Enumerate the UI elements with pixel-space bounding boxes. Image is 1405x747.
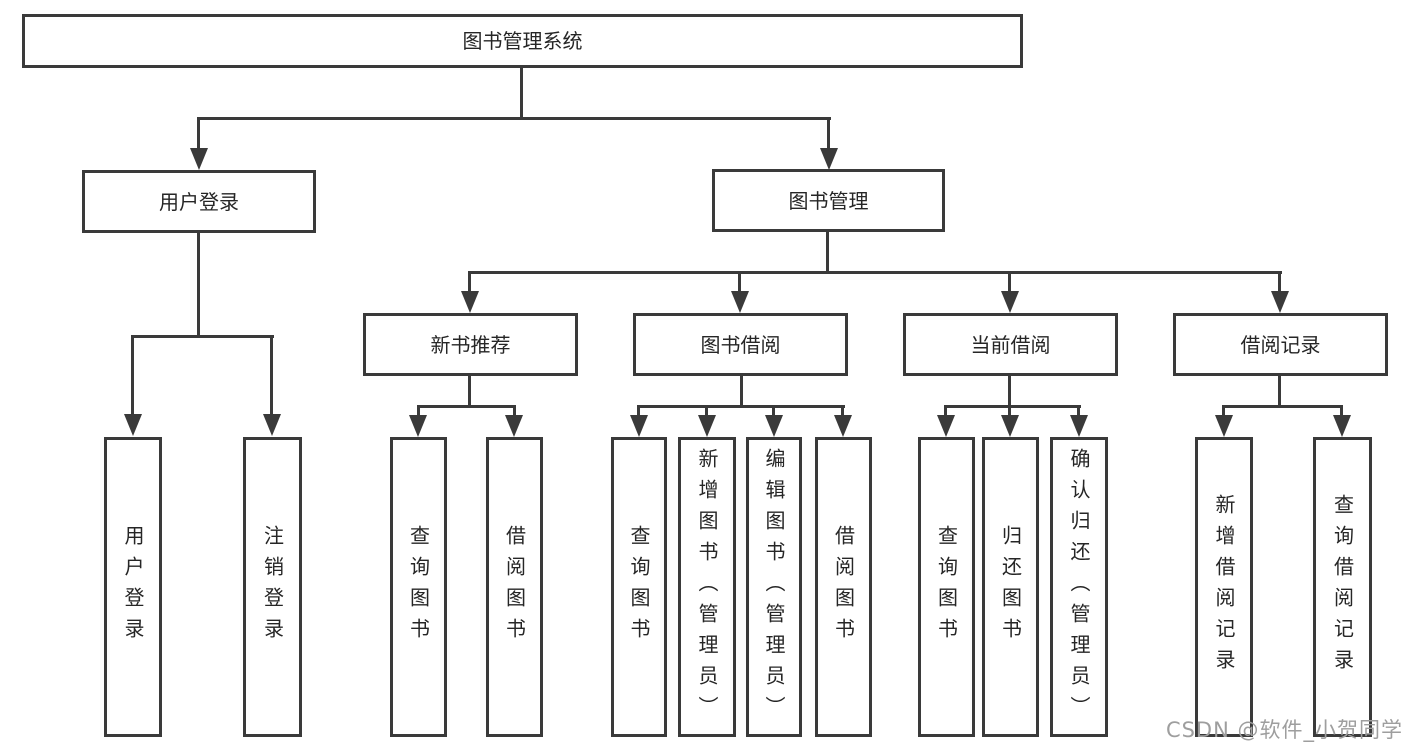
node-leaf-add-book-admin: 新增图书（管理员） [678,437,736,737]
connector-leaf-drop [637,405,640,418]
connector-book-borrow-stem [740,376,743,407]
node-user-login-label: 用户登录 [159,189,239,214]
arrow-down-icon [731,291,749,313]
arrow-down-icon [1001,415,1019,437]
node-new-books: 新书推荐 [363,313,578,376]
connector-leaf-drop [131,335,134,416]
connector-level3-drop [738,271,741,293]
connector-leaf-drop [1077,405,1080,418]
connector-level3-drop [1008,271,1011,293]
node-book-mgmt-label: 图书管理 [788,188,869,213]
arrow-down-icon [461,291,479,313]
connector-root-stem [520,68,523,119]
node-leaf-query-books-1: 查询图书 [390,437,447,737]
connector-leaf-drop [513,405,516,418]
node-current-borrow-label: 当前借阅 [970,332,1051,357]
connector-current-borrow-branch [945,405,1081,408]
node-leaf-user-login: 用户登录 [104,437,162,737]
arrow-down-icon [124,414,142,436]
connector-current-borrow-stem [1008,376,1011,407]
connector-leaf-drop [944,405,947,418]
arrow-down-icon [834,415,852,437]
node-leaf-return-books: 归还图书 [982,437,1039,737]
node-root-label: 图书管理系统 [462,29,583,53]
arrow-down-icon [698,415,716,437]
node-current-borrow: 当前借阅 [903,313,1118,376]
connector-borrow-records-branch [1222,405,1343,408]
node-new-books-label: 新书推荐 [430,332,511,357]
node-leaf-query-borrow-record: 查询借阅记录 [1313,437,1372,737]
node-root-system: 图书管理系统 [22,14,1023,68]
arrow-down-icon [263,414,281,436]
connector-level3-branch [468,271,1282,274]
node-leaf-edit-book-admin-label: 编辑图书（管理员） [762,447,786,727]
arrow-down-icon [505,415,523,437]
node-leaf-query-books-1-label: 查询图书 [406,525,431,649]
connector-new-books-branch [417,405,516,408]
node-leaf-confirm-return-admin: 确认归还（管理员） [1050,437,1108,737]
node-leaf-confirm-return-admin-label: 确认归还（管理员） [1067,447,1091,727]
connector-book-mgmt-drop [827,117,830,150]
node-leaf-borrow-books-1-label: 借阅图书 [502,525,527,649]
connector-leaf-drop [772,405,775,418]
node-book-mgmt: 图书管理 [712,169,945,232]
node-book-borrow-label: 图书借阅 [700,332,781,357]
node-leaf-query-books-3-label: 查询图书 [934,525,959,649]
node-borrow-records-label: 借阅记录 [1240,332,1321,357]
connector-leaf-drop [1340,405,1343,418]
arrow-down-icon [765,415,783,437]
node-leaf-borrow-books-2-label: 借阅图书 [831,525,856,649]
csdn-watermark: CSDN @软件_小贺同学 [1165,718,1403,742]
connector-leaf-drop [841,405,844,418]
arrow-down-icon [1215,415,1233,437]
connector-user-login-branch [131,335,274,338]
connector-book-mgmt-stem [826,232,829,274]
connector-leaf-drop [705,405,708,418]
node-leaf-query-borrow-record-label: 查询借阅记录 [1330,494,1355,680]
node-leaf-query-books-2-label: 查询图书 [627,525,651,649]
node-leaf-borrow-books-2: 借阅图书 [815,437,872,737]
connector-borrow-records-stem [1278,376,1281,407]
connector-level3-drop [1278,271,1281,293]
connector-book-borrow-branch [638,405,845,408]
node-leaf-return-books-label: 归还图书 [998,525,1023,649]
connector-leaf-drop [1222,405,1225,418]
arrow-down-icon [409,415,427,437]
arrow-down-icon [1070,415,1088,437]
node-user-login: 用户登录 [82,170,316,233]
connector-level2-branch [198,117,831,120]
connector-leaf-drop [417,405,420,418]
connector-new-books-stem [468,376,471,407]
arrow-down-icon [630,415,648,437]
connector-level3-drop [468,271,471,293]
arrow-down-icon [1001,291,1019,313]
connector-user-login-drop [197,117,200,150]
node-leaf-edit-book-admin: 编辑图书（管理员） [746,437,802,737]
arrow-down-icon [820,148,838,170]
connector-leaf-drop [270,335,273,416]
node-borrow-records: 借阅记录 [1173,313,1388,376]
node-leaf-add-book-admin-label: 新增图书（管理员） [695,447,719,727]
arrow-down-icon [190,148,208,170]
node-book-borrow: 图书借阅 [633,313,848,376]
node-leaf-query-books-2: 查询图书 [611,437,667,737]
connector-user-login-stem [197,233,200,337]
node-leaf-add-borrow-record: 新增借阅记录 [1195,437,1253,737]
node-leaf-logout: 注销登录 [243,437,302,737]
arrow-down-icon [1333,415,1351,437]
node-leaf-query-books-3: 查询图书 [918,437,975,737]
node-leaf-borrow-books-1: 借阅图书 [486,437,543,737]
node-leaf-logout-label: 注销登录 [260,525,285,649]
arrow-down-icon [1271,291,1289,313]
connector-leaf-drop [1008,405,1011,418]
node-leaf-add-borrow-record-label: 新增借阅记录 [1212,494,1236,680]
arrow-down-icon [937,415,955,437]
node-leaf-user-login-label: 用户登录 [121,525,145,649]
